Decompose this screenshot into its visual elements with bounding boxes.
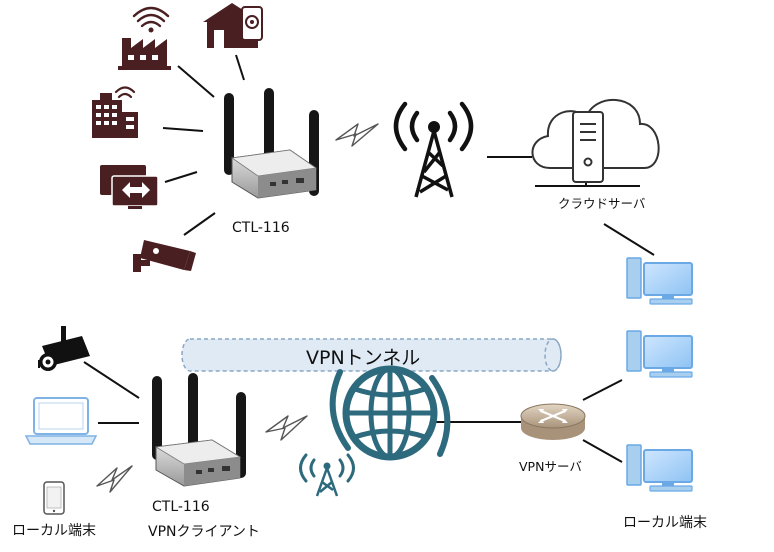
desktop-pc-icon — [626, 444, 693, 492]
cloud-server-label: クラウドサーバ — [558, 196, 646, 211]
security-camera-icon — [133, 240, 196, 272]
local-terminal-left-label: ローカル端末 — [12, 523, 96, 539]
top-connection-lines — [162, 54, 655, 256]
lightning-icon — [265, 415, 308, 441]
bottom-device-role-label: VPNクライアント — [148, 524, 260, 540]
lightning-icon — [335, 123, 379, 147]
globe-icon — [329, 365, 451, 461]
cell-tower-icon — [299, 453, 355, 497]
lightning-icon — [96, 465, 133, 493]
top-device-label: CTL-116 — [232, 220, 290, 236]
laptop-icon — [24, 397, 98, 445]
security-camera-icon — [38, 326, 90, 371]
smart-home-icon — [203, 3, 263, 48]
vpn-server-label: VPNサーバ — [519, 459, 582, 474]
cloud-server-icon — [531, 98, 660, 183]
smart-building-icon — [92, 86, 138, 138]
monitor-sync-icon — [100, 165, 159, 209]
desktop-pc-icon — [626, 330, 693, 378]
cell-tower-icon — [393, 101, 474, 198]
factory-wifi-icon — [118, 6, 171, 70]
vpn-tunnel — [181, 338, 562, 372]
vpn-tunnel-label: VPNトンネル — [306, 347, 421, 369]
desktop-pc-icon — [626, 257, 693, 305]
ctl116-device-bottom — [152, 373, 246, 487]
local-terminal-right-label: ローカル端末 — [623, 515, 707, 531]
smartphone-icon — [43, 481, 65, 515]
bottom-device-label: CTL-116 — [152, 499, 210, 515]
router-icon — [520, 403, 586, 440]
ctl116-device-top — [224, 88, 319, 199]
